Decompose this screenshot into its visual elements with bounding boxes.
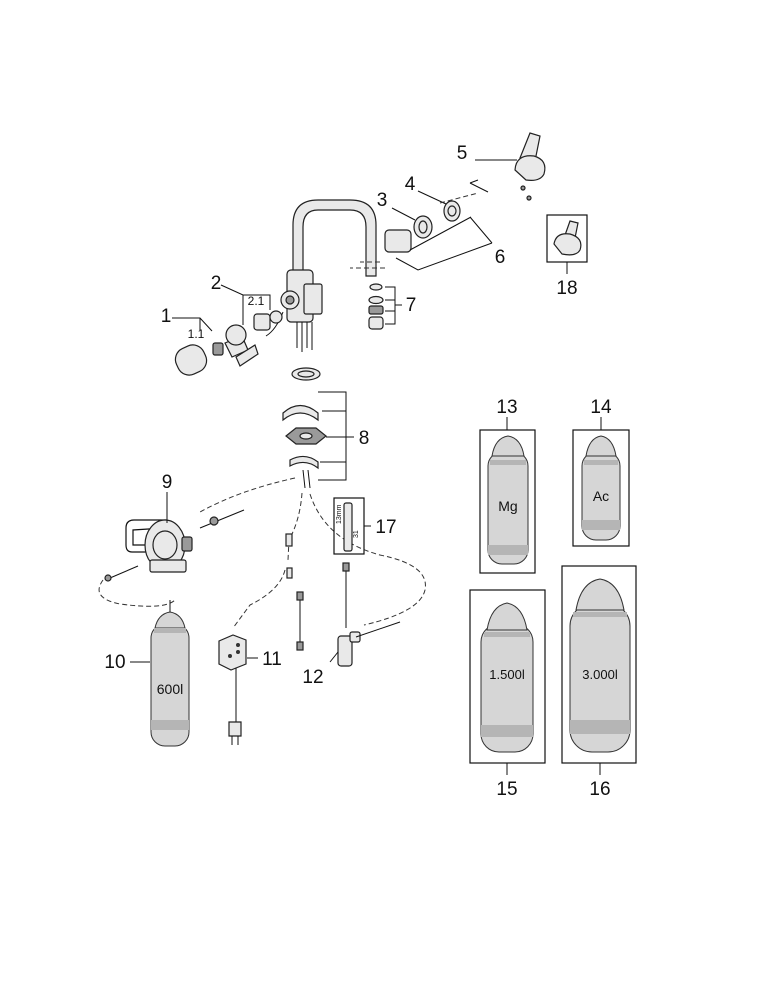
cartridge-mg-label: Mg [498, 498, 517, 514]
callout-3: 3 [377, 190, 388, 211]
callout-4: 4 [405, 174, 416, 195]
cartridge-15-frame [469, 589, 546, 775]
callout-5: 5 [457, 143, 468, 164]
cartridge-10 [130, 600, 190, 747]
part-12-angle-valve [329, 621, 401, 667]
measure-31-label: 31 [353, 530, 360, 538]
cartridge-600l-label: 600l [157, 681, 183, 697]
part-1-handle [172, 317, 259, 376]
part-2-assembly [220, 284, 283, 346]
part-8-mounting [282, 367, 354, 489]
measure-13mm-label: 13mm [336, 504, 343, 524]
callout-12: 12 [302, 667, 323, 688]
cartridge-14-frame [572, 417, 630, 547]
part-3-ring [391, 207, 433, 239]
connection-hoses [98, 477, 426, 651]
cartridge-13-frame [479, 417, 536, 574]
part-7-seals [368, 283, 402, 330]
callout-1-1: 1.1 [188, 327, 205, 341]
callout-1: 1 [161, 306, 172, 327]
callout-2-1: 2.1 [248, 294, 265, 308]
callout-14: 14 [590, 397, 612, 418]
callout-7: 7 [406, 295, 417, 316]
callout-16: 16 [589, 779, 610, 800]
callout-13: 13 [496, 397, 517, 418]
cartridge-3000l-label: 3.000l [582, 667, 618, 682]
callout-6: 6 [495, 247, 506, 268]
cartridge-16-frame [561, 565, 637, 775]
part-4-ring [417, 190, 461, 222]
part-5-lever [469, 132, 546, 201]
callout-9: 9 [162, 472, 173, 493]
cartridge-ac-label: Ac [593, 488, 609, 504]
faucet-body [265, 199, 385, 352]
part-18-lever-alt [546, 214, 588, 274]
callout-8: 8 [359, 428, 370, 449]
part-11-control-box [218, 634, 258, 745]
callout-2: 2 [211, 273, 222, 294]
part-17-measuring-gauge: 13mm 31 [333, 497, 371, 555]
callout-11: 11 [262, 649, 282, 670]
callout-10: 10 [104, 652, 125, 673]
callout-18: 18 [556, 278, 577, 299]
callout-17: 17 [375, 517, 396, 538]
part-9-filter-head [104, 492, 245, 582]
callout-15: 15 [496, 779, 517, 800]
part-6-cartridge [384, 192, 493, 271]
cartridge-1500l-label: 1.500l [489, 667, 525, 682]
